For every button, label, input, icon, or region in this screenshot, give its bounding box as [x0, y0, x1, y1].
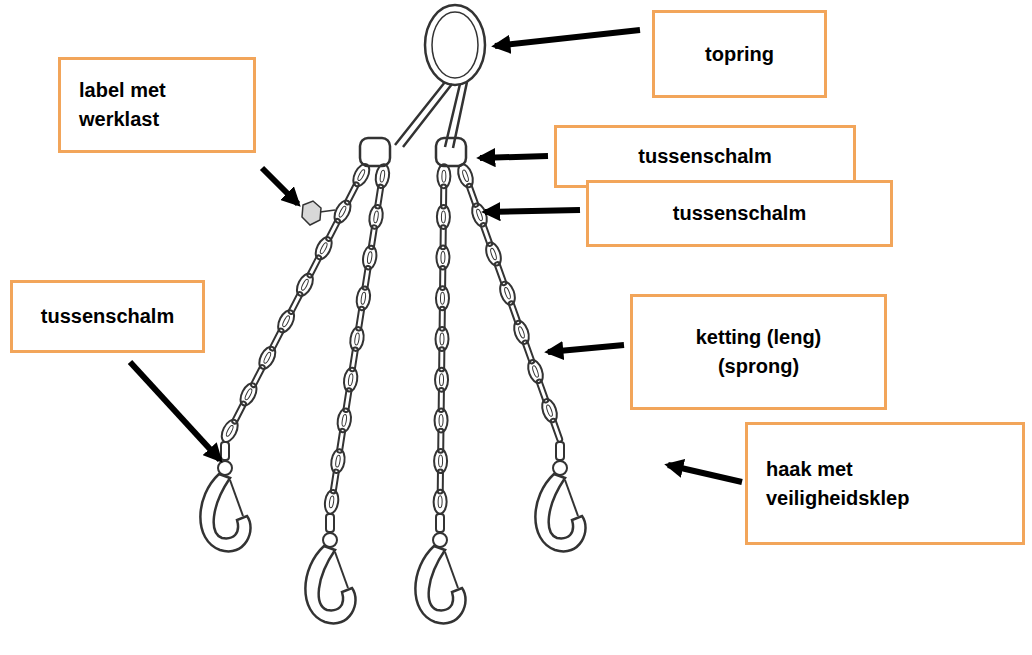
part-name: ketting (leng) (sprong) — [679, 323, 839, 381]
safety-latch — [445, 552, 458, 588]
top-ring-inner — [432, 12, 478, 78]
leader-arrow — [668, 465, 742, 482]
chain-link-hole — [341, 414, 347, 426]
chain-link-hole — [380, 170, 386, 182]
part-name: tussenschalm — [673, 199, 806, 228]
coupling-link — [360, 138, 390, 166]
leader-arrow — [495, 30, 640, 46]
chain-link-hole — [354, 333, 360, 345]
chain-link-hole — [518, 326, 526, 339]
part-name: tussenschalm — [41, 302, 174, 331]
chain-link-hole — [329, 496, 335, 508]
part-name: tussenschalm — [638, 142, 771, 171]
chain-link-hole — [338, 205, 347, 218]
safety-latch — [230, 480, 243, 516]
chain-link-hole — [440, 292, 444, 304]
chain-link-hole — [490, 248, 498, 261]
hook-eye — [218, 461, 232, 475]
chain-link-hole — [441, 211, 445, 223]
chain-link-hole — [532, 365, 540, 378]
chain-link — [483, 241, 503, 268]
chain-link-hole — [282, 315, 291, 328]
coupling-link — [221, 442, 229, 460]
chain-link-hole — [439, 414, 443, 426]
chain-link — [307, 255, 322, 279]
chain-link — [250, 364, 265, 388]
chain-link-hole — [438, 496, 442, 508]
chain-link — [325, 218, 340, 242]
chain-link-hole — [263, 352, 272, 365]
chain-link — [288, 291, 303, 315]
chain-link-hole — [441, 252, 445, 264]
label-box: tussenschalm — [10, 280, 205, 353]
chain-link-hole — [504, 287, 512, 300]
chain-link-hole — [225, 425, 234, 438]
chain-link-hole — [367, 251, 373, 263]
tag-wire — [320, 210, 335, 212]
chain-link — [323, 489, 340, 515]
hook — [415, 546, 465, 623]
chain-link-hole — [348, 373, 354, 385]
chain-link-hole — [300, 278, 309, 291]
leader-arrow — [262, 168, 298, 204]
chain-link-hole — [546, 404, 554, 417]
leader-arrow — [480, 156, 548, 158]
chain-link-hole — [462, 169, 470, 182]
load-tag — [302, 201, 321, 225]
chain-link — [269, 328, 284, 352]
hook-eye — [323, 533, 337, 547]
chain-link — [539, 397, 559, 424]
coupling-link — [326, 514, 334, 532]
hook — [535, 474, 585, 551]
chain-link-hole — [442, 170, 446, 182]
chain-link-hole — [476, 209, 484, 222]
label-box: ketting (leng) (sprong) — [630, 294, 887, 410]
hook — [305, 546, 355, 623]
coupling-link — [436, 514, 444, 532]
coupling-link — [556, 442, 564, 460]
part-name: label met werklast — [79, 76, 241, 134]
chain-link-hole — [319, 242, 328, 255]
label-box: haak met veiligheidsklep — [745, 422, 1025, 545]
label-box: tussenschalm — [586, 180, 893, 247]
safety-latch — [565, 480, 578, 516]
chain-link-hole — [244, 388, 253, 401]
part-name: topring — [705, 40, 774, 69]
hook-eye — [553, 461, 567, 475]
chain-link — [231, 401, 246, 425]
top-ring — [425, 5, 485, 85]
part-name: haak met veiligheidsklep — [766, 455, 996, 513]
chain-link-hole — [439, 455, 443, 467]
hook — [200, 474, 250, 551]
chain-link-hole — [357, 169, 366, 182]
chain-link-hole — [439, 374, 443, 386]
label-box: label met werklast — [58, 57, 256, 153]
hook-eye — [433, 533, 447, 547]
chain-link-hole — [360, 292, 366, 304]
label-box: tussenschalm — [554, 125, 856, 188]
chain-link — [344, 182, 359, 206]
chain-link — [497, 280, 517, 307]
leader-arrow — [485, 210, 580, 212]
chain-link-hole — [335, 455, 341, 467]
coupling-link — [436, 138, 466, 166]
safety-latch — [335, 552, 348, 588]
chain-link-hole — [373, 211, 379, 223]
chain-link — [511, 319, 531, 346]
chain-link — [455, 162, 475, 189]
chain-link — [218, 417, 241, 444]
chain-link-hole — [440, 333, 444, 345]
leader-arrow — [130, 362, 220, 460]
chain-link — [525, 358, 545, 385]
chain-link — [433, 490, 446, 514]
chain-link — [550, 418, 563, 442]
label-box: topring — [652, 10, 827, 98]
leader-arrow — [548, 345, 624, 352]
